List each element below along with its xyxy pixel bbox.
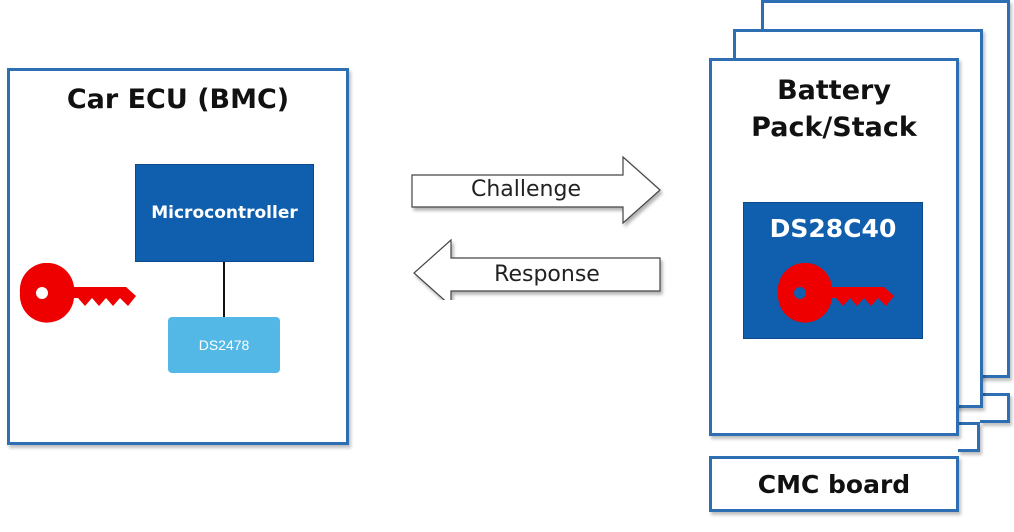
challenge-arrow xyxy=(411,155,661,225)
response-label: Response xyxy=(494,262,600,287)
battery-title-line2: Pack/Stack xyxy=(751,112,917,143)
microcontroller-block: Microcontroller xyxy=(135,164,314,262)
cmc-board-label: CMC board xyxy=(757,469,911,499)
key-icon xyxy=(777,263,894,323)
challenge-label: Challenge xyxy=(471,177,581,202)
cmc-tab-middle xyxy=(958,422,980,452)
microcontroller-label: Microcontroller xyxy=(151,203,298,223)
cmc-tab-back xyxy=(980,393,1010,423)
key-icon xyxy=(19,263,136,323)
connector-line xyxy=(223,262,225,319)
battery-title-line1: Battery xyxy=(777,75,891,106)
response-arrow xyxy=(413,238,661,300)
cmc-board-box: CMC board xyxy=(709,456,959,512)
ds2478-label: DS2478 xyxy=(198,337,250,353)
battery-pack-title: Battery Pack/Stack xyxy=(709,72,959,146)
ds28c40-chip xyxy=(743,202,923,339)
ds28c40-label: DS28C40 xyxy=(769,214,897,243)
car-ecu-title: Car ECU (BMC) xyxy=(66,84,290,115)
arrows-svg xyxy=(411,155,661,300)
ds2478-block: DS2478 xyxy=(168,317,280,373)
